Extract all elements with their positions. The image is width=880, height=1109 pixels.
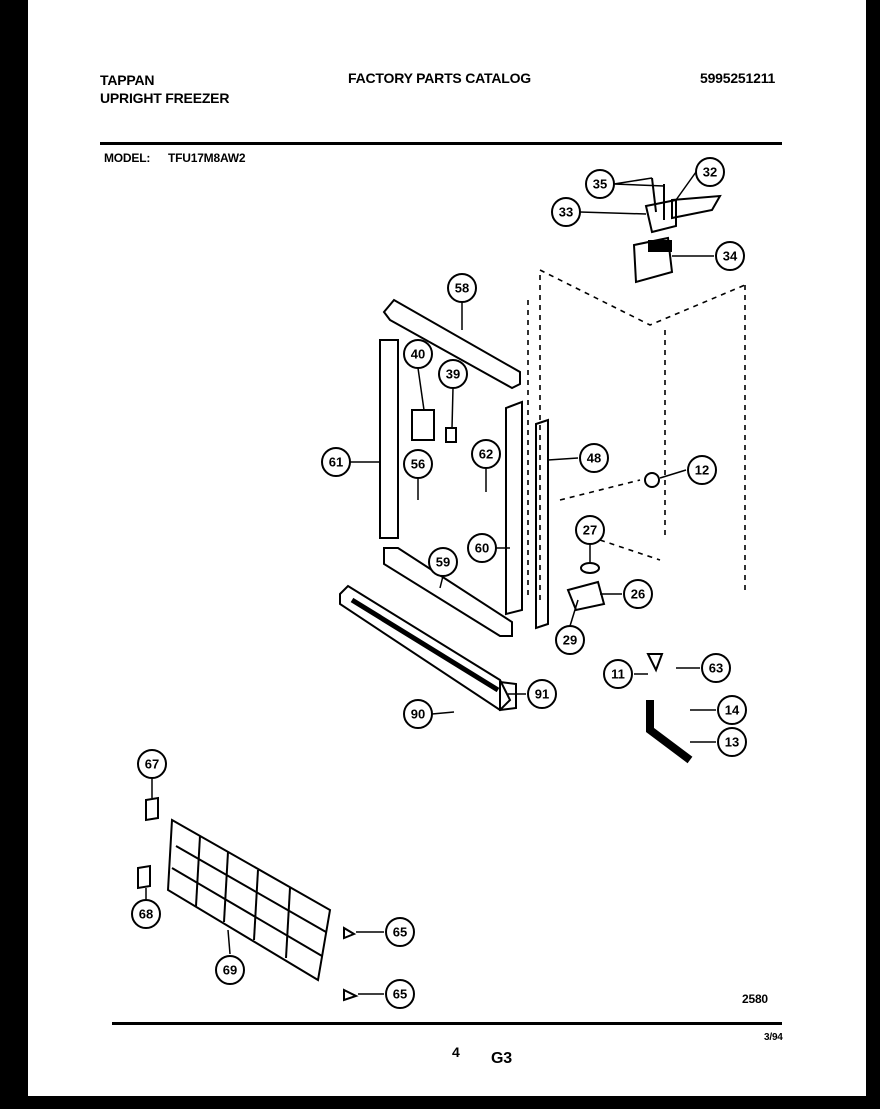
svg-text:27: 27: [583, 523, 597, 538]
callout-59: 59: [428, 547, 458, 577]
wire-shelf: [137, 796, 359, 1002]
callout-34: 34: [715, 241, 745, 271]
callout-33: 33: [551, 197, 581, 227]
callout-65-upper: 65: [385, 917, 415, 947]
svg-text:56: 56: [411, 457, 425, 472]
svg-text:67: 67: [145, 757, 159, 772]
callout-69: 69: [215, 955, 245, 985]
callout-32: 32: [695, 157, 725, 187]
svg-text:65: 65: [393, 925, 407, 940]
svg-text:40: 40: [411, 347, 425, 362]
revision-date: 3/94: [764, 1032, 783, 1043]
callout-11: 11: [603, 659, 633, 689]
svg-text:12: 12: [695, 463, 709, 478]
page-number: 4: [452, 1044, 460, 1060]
catalog-number: 5995251211: [700, 70, 776, 86]
callout-39: 39: [438, 359, 468, 389]
callout-27: 27: [575, 515, 605, 545]
callout-14: 14: [717, 695, 747, 725]
small-parts: [411, 409, 693, 764]
callout-13: 13: [717, 727, 747, 757]
callout-40: 40: [403, 339, 433, 369]
svg-text:63: 63: [709, 661, 723, 676]
callout-58: 58: [447, 273, 477, 303]
svg-text:61: 61: [329, 455, 343, 470]
svg-text:11: 11: [611, 667, 625, 682]
header-rule: [100, 142, 782, 145]
model-label: MODEL:: [104, 151, 151, 165]
hinge-assembly: [632, 177, 722, 284]
svg-text:13: 13: [725, 735, 739, 750]
svg-text:32: 32: [703, 165, 717, 180]
product-label: UPRIGHT FREEZER: [100, 90, 230, 106]
svg-text:34: 34: [723, 249, 738, 264]
svg-text:60: 60: [475, 541, 489, 556]
cabinet-outline: [527, 269, 746, 600]
svg-text:39: 39: [446, 367, 460, 382]
section-code: G3: [491, 1050, 512, 1067]
footer-rule: [112, 1022, 782, 1025]
callout-68: 68: [131, 899, 161, 929]
callout-48: 48: [579, 443, 609, 473]
svg-text:65: 65: [393, 987, 407, 1002]
svg-text:69: 69: [223, 963, 237, 978]
callout-65-lower: 65: [385, 979, 415, 1009]
callout-67: 67: [137, 749, 167, 779]
svg-text:29: 29: [563, 633, 577, 648]
callout-35: 35: [585, 169, 615, 199]
callout-56: 56: [403, 449, 433, 479]
svg-text:68: 68: [139, 907, 153, 922]
callout-29: 29: [555, 625, 585, 655]
callout-90: 90: [403, 699, 433, 729]
svg-text:91: 91: [535, 687, 549, 702]
kick-plate: [339, 584, 517, 712]
svg-text:35: 35: [593, 177, 607, 192]
callout-61: 61: [321, 447, 351, 477]
svg-text:26: 26: [631, 587, 645, 602]
model-number: TFU17M8AW2: [168, 151, 246, 165]
svg-text:14: 14: [725, 703, 740, 718]
callout-26: 26: [623, 579, 653, 609]
svg-text:48: 48: [587, 451, 601, 466]
diagram-code: 2580: [742, 992, 768, 1006]
svg-text:62: 62: [479, 447, 493, 462]
callout-12: 12: [687, 455, 717, 485]
svg-text:58: 58: [455, 281, 469, 296]
callout-62: 62: [471, 439, 501, 469]
callout-60: 60: [467, 533, 497, 563]
leader-lines: [145, 171, 716, 995]
callout-63: 63: [701, 653, 731, 683]
brand-label: TAPPAN: [100, 72, 155, 88]
svg-text:33: 33: [559, 205, 573, 220]
svg-text:90: 90: [411, 707, 425, 722]
catalog-title: FACTORY PARTS CATALOG: [348, 70, 531, 86]
svg-text:59: 59: [436, 555, 450, 570]
callout-91: 91: [527, 679, 557, 709]
door-gasket: [379, 298, 549, 637]
